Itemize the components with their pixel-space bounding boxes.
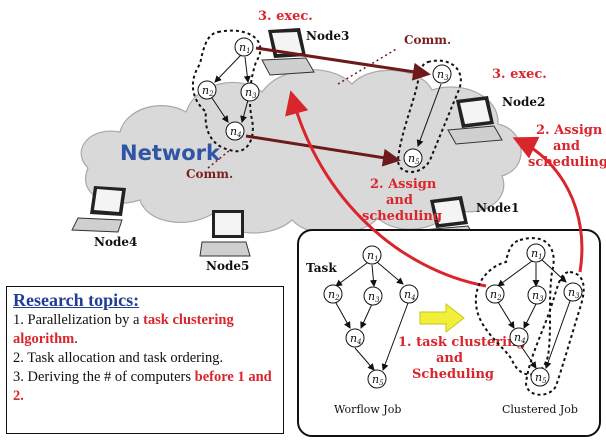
assign-label-center-1: 2. Assign — [370, 177, 437, 192]
comm-pointer-top — [337, 47, 399, 85]
task-label: Task — [306, 261, 337, 275]
svg-text:n4: n4 — [230, 125, 242, 139]
transform-arrow-icon — [419, 302, 465, 334]
clustered-job-caption: Clustered Job — [502, 403, 578, 416]
clustering-label-1: 1. task clustering — [398, 335, 526, 350]
node4-label: Node4 — [94, 235, 137, 249]
laptop-node4-icon — [71, 186, 126, 233]
assign-label-center-3: scheduling — [362, 209, 442, 224]
research-topics-title: Research topics: — [13, 290, 140, 310]
svg-text:n4: n4 — [350, 332, 362, 346]
node3-label: Node3 — [306, 29, 349, 43]
svg-text:n1: n1 — [367, 249, 379, 263]
network-label: Network — [120, 141, 221, 165]
svg-text:n3: n3 — [245, 86, 257, 100]
assign-label-right-2: and — [553, 139, 580, 154]
research-topic-3: 3. Deriving the # of computers before 1 … — [13, 369, 272, 404]
research-topic-2: 2. Task allocation and task ordering. — [13, 350, 224, 366]
clustered-graph: n1 n2 n3 n3 n4 n5 — [474, 237, 585, 396]
node5-label: Node5 — [206, 259, 249, 273]
svg-text:n5: n5 — [535, 371, 547, 385]
comm-label-bottom: Comm. — [186, 167, 233, 181]
node1-label: Node1 — [476, 201, 519, 215]
comm-label-top: Comm. — [404, 33, 451, 47]
assign-arrow-node2 — [512, 136, 584, 273]
clustering-label-2: and — [436, 351, 463, 366]
assign-label-right-1: 2. Assign — [536, 123, 603, 138]
laptop-node2-icon — [447, 96, 503, 145]
svg-text:n3: n3 — [568, 286, 580, 300]
svg-text:n3: n3 — [437, 68, 449, 82]
research-topic-1: 1. Parallelization by a task clustering … — [13, 312, 234, 347]
laptop-node3-icon — [261, 28, 315, 76]
assign-arrow-node3 — [285, 90, 487, 288]
assign-label-right-3: scheduling — [528, 155, 606, 170]
svg-text:n1: n1 — [239, 41, 251, 55]
svg-text:n5: n5 — [408, 152, 420, 166]
svg-text:n3: n3 — [368, 290, 380, 304]
svg-text:n2: n2 — [202, 84, 214, 98]
svg-text:n4: n4 — [404, 288, 416, 302]
laptop-node5-icon — [199, 210, 251, 257]
node3-cluster: n1 n2 n3 n4 — [191, 29, 262, 153]
workflow-graph: n1 n2 n3 n4 n4 n5 — [323, 245, 419, 389]
node2-cluster: n3 n5 — [396, 59, 462, 173]
comm-arrow-top — [255, 46, 431, 81]
svg-text:n1: n1 — [531, 247, 543, 261]
node2-label: Node2 — [502, 95, 545, 109]
svg-text:n4: n4 — [514, 331, 526, 345]
svg-text:n2: n2 — [490, 288, 502, 302]
svg-text:n3: n3 — [532, 289, 544, 303]
assign-label-center-2: and — [386, 193, 413, 208]
exec-label-right: 3. exec. — [492, 67, 547, 82]
comm-arrow-bottom — [245, 134, 401, 167]
research-topics-box: Research topics: 1. Parallelization by a… — [6, 286, 284, 434]
clustering-label-3: Scheduling — [412, 367, 494, 382]
exec-label-top: 3. exec. — [258, 9, 313, 24]
svg-text:n2: n2 — [328, 288, 340, 302]
workflow-job-caption: Worflow Job — [334, 403, 401, 416]
svg-text:n5: n5 — [372, 373, 384, 387]
